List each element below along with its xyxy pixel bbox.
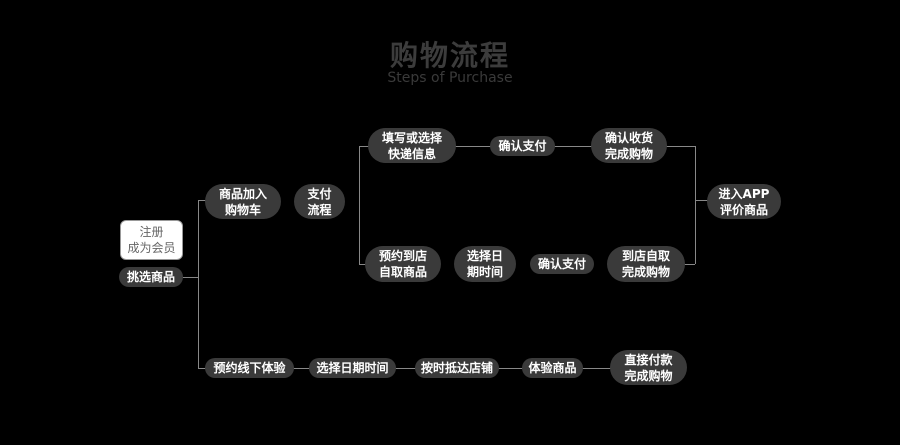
connector — [198, 200, 206, 201]
node-review: 进入APP 评价商品 — [707, 184, 781, 219]
connector — [359, 264, 367, 265]
node-store-pickup: 到店自取 完成购物 — [607, 246, 685, 282]
node-offline: 预约线下体验 — [205, 358, 294, 378]
node-confirm-pay-2: 确认支付 — [530, 254, 594, 274]
node-experience: 体验商品 — [522, 358, 583, 378]
connector — [198, 368, 618, 369]
node-confirm-pay-1: 确认支付 — [490, 136, 555, 156]
connector — [359, 146, 360, 264]
node-pick: 挑选商品 — [119, 267, 183, 287]
node-choose-date-1: 选择日 期时间 — [454, 246, 516, 282]
node-cart: 商品加入 购物车 — [205, 184, 281, 219]
node-receive: 确认收货 完成购物 — [591, 128, 667, 163]
connector — [660, 146, 695, 147]
node-direct-pay: 直接付款 完成购物 — [610, 350, 687, 385]
connector — [695, 146, 696, 264]
connector — [359, 146, 599, 147]
connector — [198, 200, 199, 368]
node-register: 注册 成为会员 — [120, 220, 183, 260]
node-reserve-pickup: 预约到店 自取商品 — [365, 246, 441, 282]
connector — [183, 277, 198, 278]
diagram-subtitle: Steps of Purchase — [387, 70, 513, 86]
node-choose-date-2: 选择日期时间 — [309, 358, 396, 378]
connector — [695, 200, 708, 201]
connector — [680, 264, 695, 265]
node-arrive: 按时抵达店铺 — [415, 358, 499, 378]
diagram-title: 购物流程 — [389, 39, 510, 72]
node-express: 填写或选择 快递信息 — [368, 128, 456, 163]
node-pay-flow: 支付 流程 — [294, 184, 345, 219]
